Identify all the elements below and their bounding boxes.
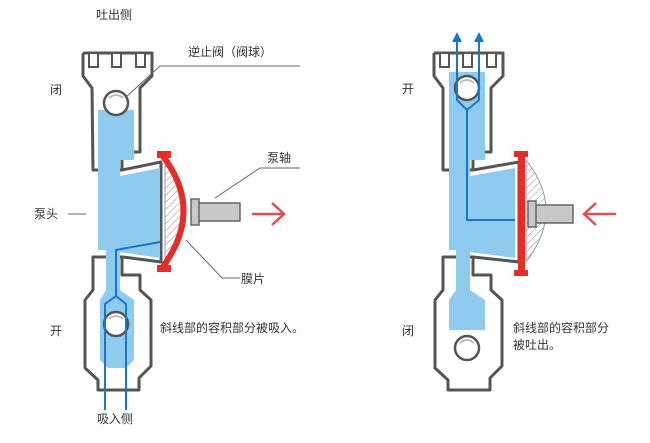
left-pump-shaft xyxy=(195,202,241,222)
right-note-line1: 斜线部的容积部分 xyxy=(513,321,610,335)
right-flow-arrowhead-icon xyxy=(452,32,462,42)
left-top-state-label: 闭 xyxy=(50,83,63,97)
left-motion-arrow-icon xyxy=(252,202,286,226)
outlet-side-label: 吐出侧 xyxy=(96,8,133,22)
left-flow-line xyxy=(115,295,127,410)
pump-head-label: 泵头 xyxy=(34,207,59,221)
right-outlet-slot xyxy=(439,52,450,68)
right-motion-arrow-icon xyxy=(582,202,616,226)
right-diaphragm-clamp xyxy=(514,270,528,276)
left-diaphragm-clamp xyxy=(157,151,171,158)
right-note-line2: 被吐出。 xyxy=(513,338,562,352)
inlet-side-label: 吸入侧 xyxy=(97,412,134,426)
right-diaphragm xyxy=(518,152,525,274)
right-pump-diagram xyxy=(432,32,616,392)
check-valve-leader xyxy=(124,65,300,99)
left-pump-diagram xyxy=(68,51,300,410)
right-diaphragm-clamp xyxy=(514,151,528,157)
left-liquid xyxy=(98,110,160,368)
left-bottom-state-label: 开 xyxy=(50,324,63,338)
right-liquid xyxy=(449,72,515,330)
pump-shaft-leader xyxy=(214,167,300,199)
left-note: 斜线部的容积部分被吸入。 xyxy=(160,321,305,335)
right-bottom-state-label: 闭 xyxy=(402,324,415,338)
right-outlet-slot xyxy=(462,52,473,68)
left-outlet-slot xyxy=(88,52,99,68)
right-top-state-label: 开 xyxy=(402,82,415,96)
right-pump-shaft xyxy=(532,204,574,224)
right-flow-line xyxy=(466,40,480,111)
check-valve-label: 逆止阀（阀球） xyxy=(188,45,273,59)
left-outlet-slot xyxy=(135,52,146,68)
diaphragm-leader xyxy=(185,239,240,279)
pump-shaft-label: 泵轴 xyxy=(267,151,292,165)
right-outlet-slot xyxy=(486,52,497,68)
left-diaphragm xyxy=(159,153,187,270)
diaphragm-label: 膜片 xyxy=(241,272,266,286)
left-outlet-slot xyxy=(111,52,122,68)
right-flow-arrowhead-icon xyxy=(474,32,484,42)
left-diaphragm-clamp xyxy=(157,265,171,272)
